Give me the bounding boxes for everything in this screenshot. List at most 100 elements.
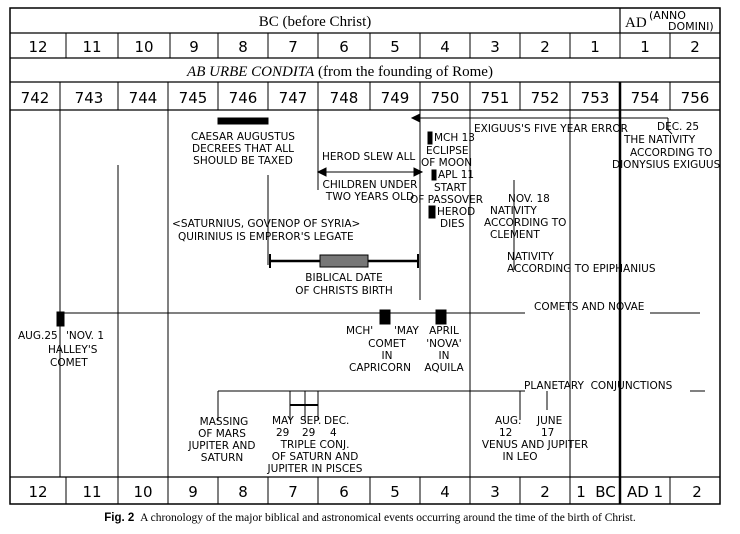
- auc-year-label: 750: [431, 89, 460, 107]
- bottom-year-label: 11: [82, 483, 101, 501]
- venus-line: VENUS AND JUPITER: [482, 439, 588, 451]
- auc-year-label: 748: [330, 89, 359, 107]
- triple-line: TRIPLE CONJ.: [280, 439, 350, 451]
- eclipse-line: OF MOON: [421, 157, 472, 169]
- auc-year-label: 743: [75, 89, 104, 107]
- figure-caption: Fig. 2 A chronology of the major biblica…: [0, 512, 740, 524]
- passover-line: START: [434, 182, 467, 194]
- herod-slew-label: HEROD SLEW ALL: [322, 151, 415, 163]
- venus-date: 17: [541, 427, 554, 439]
- triple-date: SEP.: [300, 415, 321, 427]
- ad-year-label: 2: [690, 38, 700, 56]
- bottom-one-bc: 1 BC: [576, 483, 616, 501]
- capricorn-line: COMET: [368, 338, 406, 350]
- bc-year-label: 10: [134, 38, 153, 56]
- passover-line: OF PASSOVER: [410, 194, 483, 206]
- aquila-line: AQUILA: [424, 362, 464, 374]
- massing-line: SATURN: [201, 452, 243, 464]
- venus-line: IN LEO: [502, 451, 537, 463]
- venus-date: AUG.: [495, 415, 521, 427]
- bottom-year-label: 3: [490, 483, 500, 501]
- planetary-label: PLANETARY CONJUNCTIONS: [524, 380, 673, 392]
- auc-year-label: 744: [129, 89, 158, 107]
- epiphanius-line: ACCORDING TO EPIPHANIUS: [507, 263, 656, 275]
- halley-line: COMET: [50, 357, 88, 369]
- auc-year-label: 752: [531, 89, 560, 107]
- triple-line: JUPITER IN PISCES: [267, 463, 363, 475]
- augustus-line: CAESAR AUGUSTUS: [191, 131, 295, 143]
- auc-year-label: 747: [279, 89, 308, 107]
- ad-title: AD: [625, 15, 647, 31]
- bc-year-label: 8: [238, 38, 248, 56]
- ad-year-label: 1: [640, 38, 650, 56]
- capricorn-line: IN: [382, 350, 393, 362]
- chart-frame: [9, 7, 721, 505]
- auc-year-label: 749: [381, 89, 410, 107]
- capricorn-marker: [379, 309, 391, 325]
- bottom-year-label: 8: [238, 483, 248, 501]
- capricorn-line: CAPRICORN: [349, 362, 411, 374]
- exiguus-error-label: EXIGUUS'S FIVE YEAR ERROR: [474, 123, 628, 135]
- massing-line: JUPITER AND: [187, 440, 255, 452]
- aquila-line: IN: [439, 350, 450, 362]
- massing-line: OF MARS: [198, 428, 246, 440]
- aquila-line: 'NOVA': [426, 338, 461, 350]
- triple-date: 29: [302, 427, 315, 439]
- auc-year-label: 746: [229, 89, 258, 107]
- clement-line: CLEMENT: [490, 229, 540, 241]
- biblical-line: OF CHRISTS BIRTH: [295, 285, 392, 297]
- auc-year-label: 756: [681, 89, 710, 107]
- bc-year-label: 1: [590, 38, 600, 56]
- quirinius-label: QUIRINIUS IS EMPEROR'S LEGATE: [178, 231, 354, 243]
- chronology-diagram: BC (before Christ) AD (ANNO DOMINI) AB U…: [9, 7, 721, 505]
- bottom-year-label: 10: [133, 483, 152, 501]
- bottom-ad1: AD 1: [627, 483, 663, 501]
- augustus-line: SHOULD BE TAXED: [193, 155, 293, 167]
- saturnius-label: <SATURNIUS, GOVENOP OF SYRIA>: [172, 218, 360, 230]
- augustus-line: DECREES THAT ALL: [192, 143, 294, 155]
- children-line: TWO YEARS OLD: [325, 191, 414, 203]
- nativity-dion-line: DEC. 25: [657, 121, 699, 133]
- capricorn-line: MCH': [346, 325, 373, 337]
- halley-date: 'NOV. 1: [66, 330, 104, 342]
- herod-dies-marker: [428, 205, 436, 219]
- triple-date: 29: [276, 427, 289, 439]
- bottom-year-label: 9: [188, 483, 198, 501]
- ad-anno-line2: DOMINI): [668, 20, 714, 33]
- venus-date: 12: [499, 427, 512, 439]
- bottom-year-label: 2: [540, 483, 550, 501]
- bottom-two: 2: [692, 483, 702, 501]
- augustus-bar: [217, 117, 269, 125]
- ad-anno-line1: (ANNO: [649, 9, 686, 22]
- aquila-marker: [435, 309, 447, 325]
- halley-line: HALLEY'S: [48, 344, 98, 356]
- bc-year-label: 11: [82, 38, 101, 56]
- exiguus-arrow-head: [410, 113, 421, 123]
- caption-text: A chronology of the major biblical and a…: [140, 512, 636, 524]
- bottom-year-label: 5: [390, 483, 400, 501]
- halley-marker: [56, 311, 65, 327]
- clement-line: NATIVITY: [490, 205, 537, 217]
- auc-year-label: 754: [631, 89, 660, 107]
- bottom-year-label: 4: [440, 483, 450, 501]
- aquila-line: APRIL: [429, 325, 459, 337]
- nativity-dion-line: THE NATIVITY: [623, 134, 696, 146]
- passover-line: APL 11: [438, 169, 474, 181]
- auc-year-label: 745: [179, 89, 208, 107]
- epiphanius-line: NATIVITY: [507, 251, 554, 263]
- auc-year-label: 753: [581, 89, 610, 107]
- bc-year-label: 5: [390, 38, 400, 56]
- massing-line: MASSING: [200, 416, 249, 428]
- halley-date: AUG.25: [18, 330, 58, 342]
- triple-date: DEC.: [324, 415, 349, 427]
- bottom-year-label: 7: [288, 483, 298, 501]
- nativity-dion-line: DIONYSIUS EXIGUUS: [612, 159, 721, 171]
- bottom-year-label: 12: [28, 483, 47, 501]
- bottom-year-label: 6: [339, 483, 349, 501]
- bc-year-label: 9: [189, 38, 199, 56]
- triple-date: MAY: [272, 415, 294, 427]
- bc-year-label: 4: [440, 38, 450, 56]
- clement-line: NOV. 18: [508, 193, 550, 205]
- triple-date: 4: [330, 427, 337, 439]
- caption-label: Fig. 2: [104, 512, 135, 524]
